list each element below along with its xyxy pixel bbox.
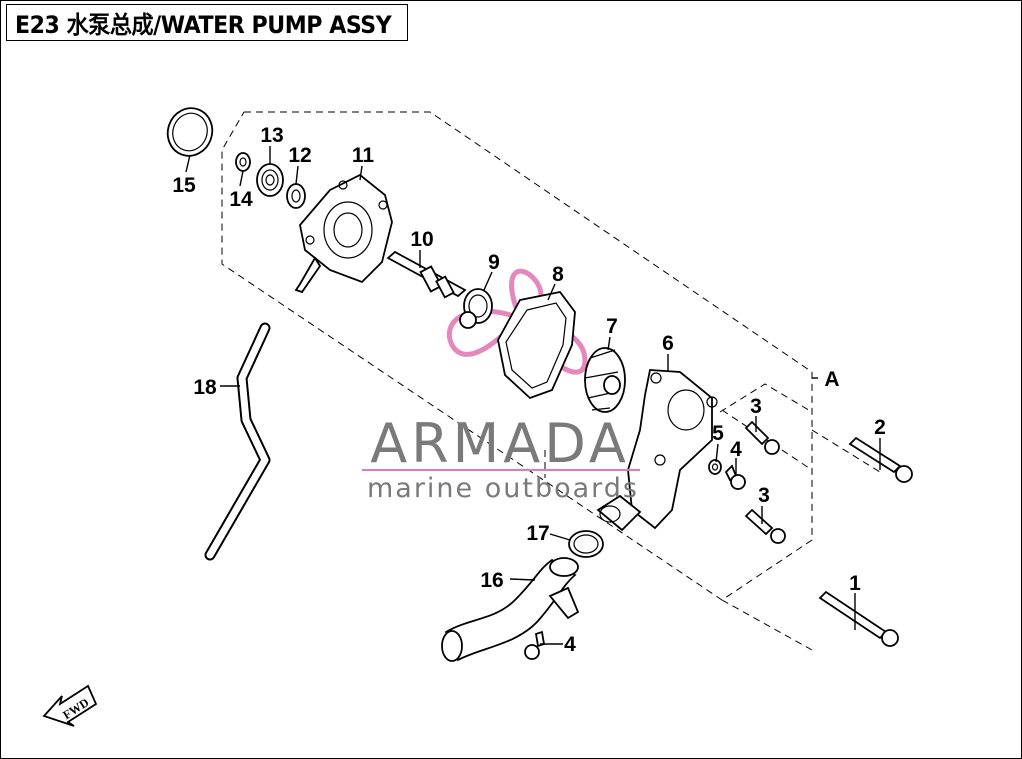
callout-1: 1	[849, 572, 861, 595]
callout-3-upper: 3	[750, 395, 762, 418]
part-15-o-ring	[166, 107, 214, 157]
callout-11: 11	[352, 144, 375, 167]
part-2-long-bolt	[848, 436, 913, 483]
callout-5: 5	[712, 422, 724, 445]
part-7-impeller	[584, 347, 626, 413]
callout-4-upper: 4	[730, 438, 742, 461]
fwd-arrow-icon: FWD	[42, 684, 98, 727]
part-18-hose	[204, 322, 271, 561]
part-4-bolt-upper	[724, 464, 746, 490]
callout-3-lower: 3	[758, 484, 770, 507]
part-6-pump-body	[596, 369, 718, 532]
callout-2: 2	[874, 416, 886, 439]
callout-4-lower: 4	[564, 633, 576, 656]
part-14-washer	[235, 152, 251, 172]
callout-16: 16	[480, 569, 503, 592]
callout-8: 8	[552, 263, 564, 286]
watermark-name: ARMADA	[370, 412, 630, 475]
part-17-o-ring	[568, 530, 604, 558]
part-1-long-bolt	[818, 590, 899, 647]
leader-lines	[185, 146, 881, 645]
part-3-bolt-upper	[744, 420, 780, 455]
part-3-bolt-lower	[744, 508, 786, 544]
callout-7: 7	[606, 315, 618, 338]
page-title: E23 水泵总成/WATER PUMP ASSY	[15, 11, 392, 39]
part-12-seal	[286, 183, 306, 209]
callout-group-a: A	[824, 368, 839, 391]
part-11-pump-cover	[294, 173, 393, 294]
part-9-mechanical-seal	[459, 288, 493, 329]
callout-13: 13	[260, 124, 283, 147]
callout-15: 15	[172, 174, 196, 197]
part-8-gasket	[497, 291, 576, 400]
title-box: E23 水泵总成/WATER PUMP ASSY	[6, 4, 408, 41]
callout-17: 17	[526, 522, 549, 545]
callout-10: 10	[410, 228, 433, 251]
callout-18: 18	[193, 376, 217, 399]
callout-14: 14	[229, 188, 253, 211]
callout-9: 9	[488, 251, 500, 274]
callouts: 1 2 3 3 4 4 5 6 7 8 9 10 11 12 13 14 15 …	[172, 124, 886, 656]
part-10-pump-shaft	[386, 250, 467, 299]
callout-12: 12	[288, 144, 311, 167]
watermark-tagline: marine outboards	[367, 473, 639, 504]
part-16-inlet-pipe	[441, 557, 580, 662]
part-13-bearing	[256, 163, 284, 197]
part-5-washer	[708, 459, 722, 475]
part-4-bolt-lower	[524, 630, 546, 660]
callout-6: 6	[662, 332, 674, 355]
watermark: ARMADA marine outboards	[362, 412, 640, 504]
